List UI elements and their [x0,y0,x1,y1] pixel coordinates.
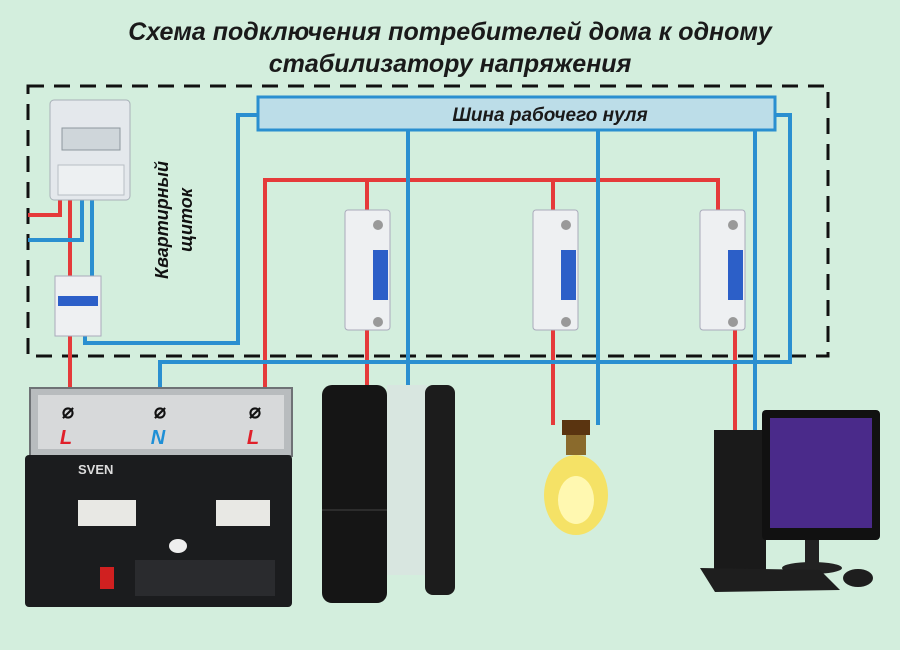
refrigerator [322,385,455,603]
apartment-panel-border [26,84,830,358]
neutral-bus-bar [256,95,777,132]
electricity-meter [49,99,131,201]
terminal-screw-icon: ⌀ [249,401,261,423]
breaker-fridge [344,209,391,331]
power-switch [100,567,114,589]
terminal-label-l1: L [60,427,72,449]
panel-label-line-1: Квартирный [152,161,172,279]
title-line-2: стабилизатору напряжения [269,50,632,78]
neutral-bus-label: Шина рабочего нуля [452,105,647,126]
terminal-label-n: N [151,427,166,449]
neutral-wires [28,113,792,432]
pc-tower [714,430,766,570]
mouse [843,569,873,587]
terminal-screw-icon: ⌀ [154,401,166,423]
voltage-stabilizer: SVEN [25,387,293,607]
panel-label-line-2: щиток [176,187,196,252]
terminal-label-l2: L [247,427,259,449]
title-line-1: Схема подключения потребителей дома к од… [128,18,773,46]
computer [700,410,880,592]
output-voltmeter [216,500,270,526]
light-bulb [544,420,608,535]
breaker-lamp [532,209,579,331]
breaker-computer [699,209,746,331]
terminal-screw-icon: ⌀ [62,401,74,423]
stabilizer-brand: SVEN [78,462,113,477]
main-breaker [54,275,102,337]
input-voltmeter [78,500,136,526]
stabilizer-button [169,539,187,553]
keyboard [700,568,840,592]
